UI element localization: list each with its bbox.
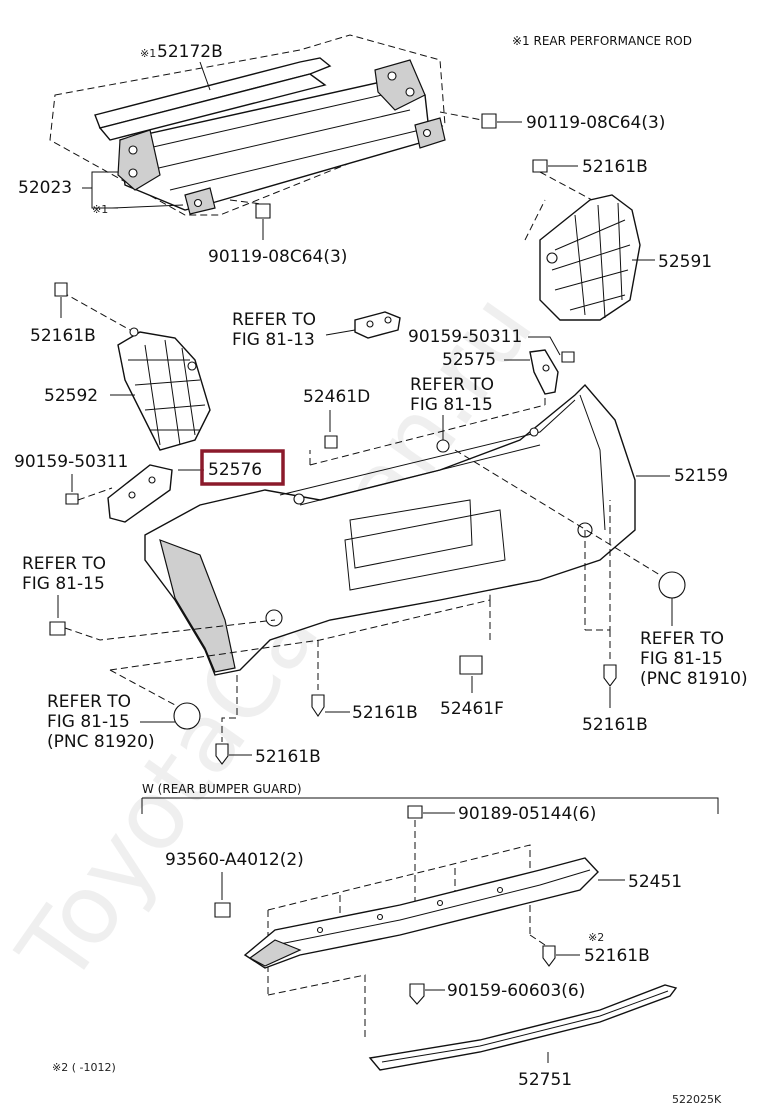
clip-90189[interactable] [407, 805, 423, 819]
label-52591[interactable]: 52591 [658, 252, 712, 272]
label-52592[interactable]: 52592 [44, 386, 98, 406]
mark-2: ※2 [588, 931, 604, 944]
refer-81-15-bl-line1: REFER TO [47, 692, 131, 712]
label-52751[interactable]: 52751 [518, 1070, 572, 1090]
cap-81910[interactable] [658, 571, 686, 599]
screw-90159-60603[interactable] [409, 983, 425, 1005]
highlight-box-52576 [200, 449, 285, 486]
bracket-52592[interactable] [61, 291, 211, 451]
label-90119-top[interactable]: 90119-08C64(3) [526, 113, 665, 133]
bracket-52575[interactable] [529, 349, 559, 395]
refer-81-15-right-line1: REFER TO [640, 629, 724, 649]
figure-code: 522025K [672, 1093, 722, 1106]
label-52161B-bl[interactable]: 52161B [255, 747, 321, 767]
label-52575[interactable]: 52575 [442, 350, 496, 370]
rod-mark: ※1 [140, 47, 156, 60]
clip-52161B-r[interactable] [603, 664, 617, 687]
label-52161B-tr[interactable]: 52161B [582, 157, 648, 177]
bolt-90119-top[interactable] [439, 111, 497, 129]
guard-52451[interactable] [243, 844, 599, 995]
mark-1: ※1 [92, 203, 108, 216]
guard-52751[interactable] [267, 974, 678, 1071]
label-90189[interactable]: 90189-05144(6) [458, 804, 596, 824]
refer-81-15-left-line1: REFER TO [22, 554, 106, 574]
label-90119-bottom[interactable]: 90119-08C64(3) [208, 247, 347, 267]
retainer-52461F[interactable] [459, 655, 483, 675]
label-52023[interactable]: 52023 [18, 178, 72, 198]
bracket-52591[interactable] [524, 171, 641, 321]
clip-52161B-c[interactable] [311, 694, 325, 717]
label-93560[interactable]: 93560-A4012(2) [165, 850, 304, 870]
screw-93560[interactable] [214, 902, 231, 918]
label-52161B-c[interactable]: 52161B [352, 703, 418, 723]
rear-performance-rod[interactable] [49, 34, 446, 216]
label-90159-50311-r[interactable]: 90159-50311 [408, 327, 522, 347]
label-52172B[interactable]: 52172B [157, 42, 223, 62]
part-81-13[interactable] [354, 311, 401, 339]
label-52161B-r[interactable]: 52161B [582, 715, 648, 735]
bracket-52576[interactable] [107, 464, 173, 523]
clip-52161B-bl[interactable] [215, 743, 229, 765]
reflector-center[interactable] [436, 439, 450, 453]
refer-81-15-right-line2: FIG 81-15 [640, 649, 723, 669]
retainer-52461D[interactable] [324, 435, 338, 449]
label-90159-50311-l[interactable]: 90159-50311 [14, 452, 128, 472]
label-52576[interactable]: 52576 [208, 460, 262, 480]
refer-81-15-right-line3: (PNC 81910) [640, 669, 748, 689]
cap-81920[interactable] [173, 702, 201, 730]
label-52161B-g[interactable]: 52161B [584, 946, 650, 966]
label-52159[interactable]: 52159 [674, 466, 728, 486]
refer-81-13-line1: REFER TO [232, 310, 316, 330]
refer-81-15-center-line1: REFER TO [410, 375, 494, 395]
screw-90159-l[interactable] [65, 493, 79, 505]
refer-81-15-center-line2: FIG 81-15 [410, 395, 493, 415]
bumper-cover-52159[interactable] [144, 383, 636, 676]
label-52461F[interactable]: 52461F [440, 699, 504, 719]
header-note: ※1 REAR PERFORMANCE ROD [512, 34, 692, 48]
refer-81-13-line2: FIG 81-13 [232, 330, 315, 350]
screw-90159-r[interactable] [561, 351, 575, 363]
refer-81-15-bl-line2: FIG 81-15 [47, 712, 130, 732]
guard-bracket-line [141, 797, 719, 814]
guard-section-title: W (REAR BUMPER GUARD) [142, 782, 302, 796]
reflector-left[interactable] [49, 621, 66, 636]
refer-81-15-left-line2: FIG 81-15 [22, 574, 105, 594]
clip-52161B-g[interactable] [542, 945, 556, 967]
label-52451[interactable]: 52451 [628, 872, 682, 892]
bolt-90119-bottom[interactable] [229, 199, 271, 219]
clip-52161B-tr[interactable] [532, 159, 548, 173]
label-52161B-l[interactable]: 52161B [30, 326, 96, 346]
label-52461D[interactable]: 52461D [303, 387, 370, 407]
footnote: ※2 ( -1012) [52, 1061, 116, 1074]
label-90159-60603[interactable]: 90159-60603(6) [447, 981, 585, 1001]
clip-52161B-l[interactable] [54, 282, 68, 297]
refer-81-15-bl-line3: (PNC 81920) [47, 732, 155, 752]
